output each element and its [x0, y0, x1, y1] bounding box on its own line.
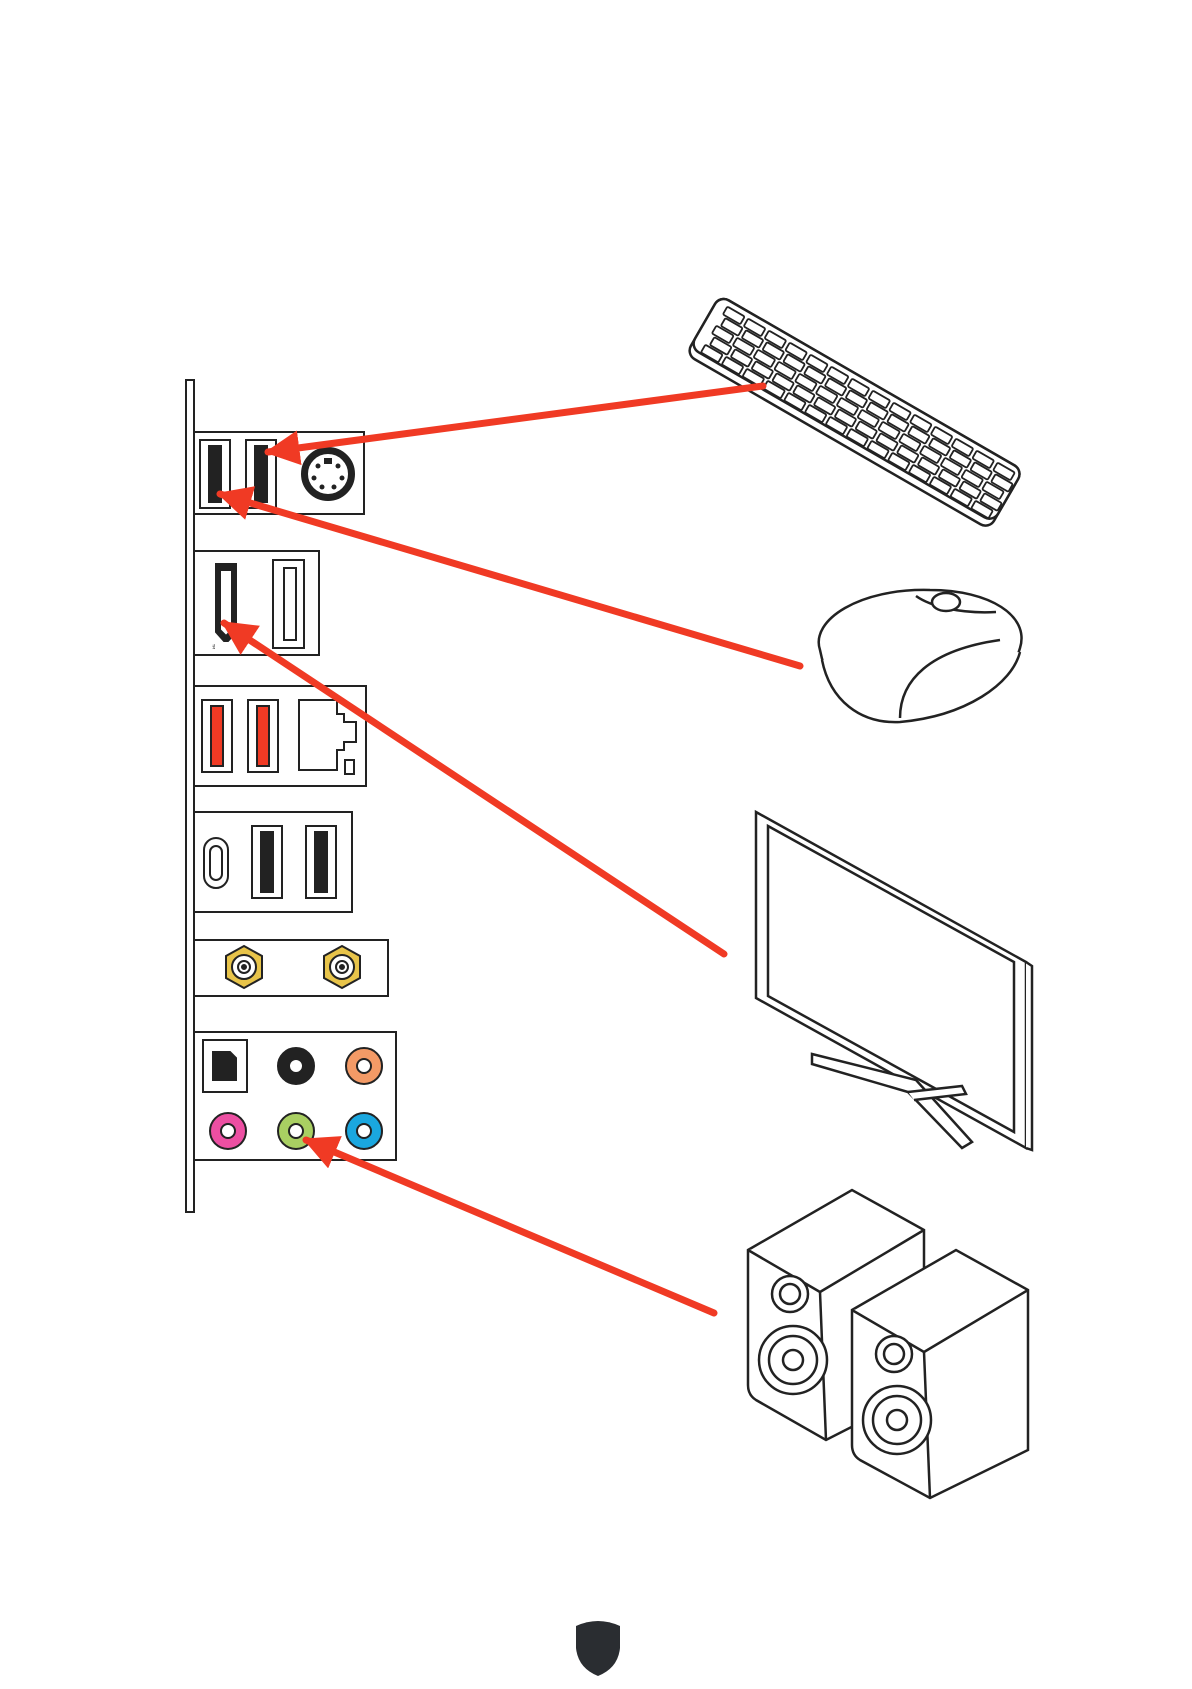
hdmi-logo-text: ™ — [207, 643, 216, 651]
antenna-block — [194, 940, 388, 996]
audio-block — [194, 1032, 396, 1160]
arrow-keyboard — [268, 386, 763, 452]
mouse-icon — [819, 590, 1022, 722]
shield-logo-icon — [576, 1621, 620, 1676]
speakers-icon — [748, 1190, 1028, 1498]
antenna-connector — [226, 946, 262, 988]
arrow-speakers — [306, 1140, 714, 1313]
video-block: ™ — [194, 551, 319, 655]
keyboard-icon — [686, 295, 1023, 529]
monitor-icon — [756, 812, 1032, 1150]
antenna-connector — [324, 946, 360, 988]
io-panel: ™ — [186, 380, 396, 1212]
usb-c-block — [194, 812, 352, 912]
io-shield-edge — [186, 380, 194, 1212]
